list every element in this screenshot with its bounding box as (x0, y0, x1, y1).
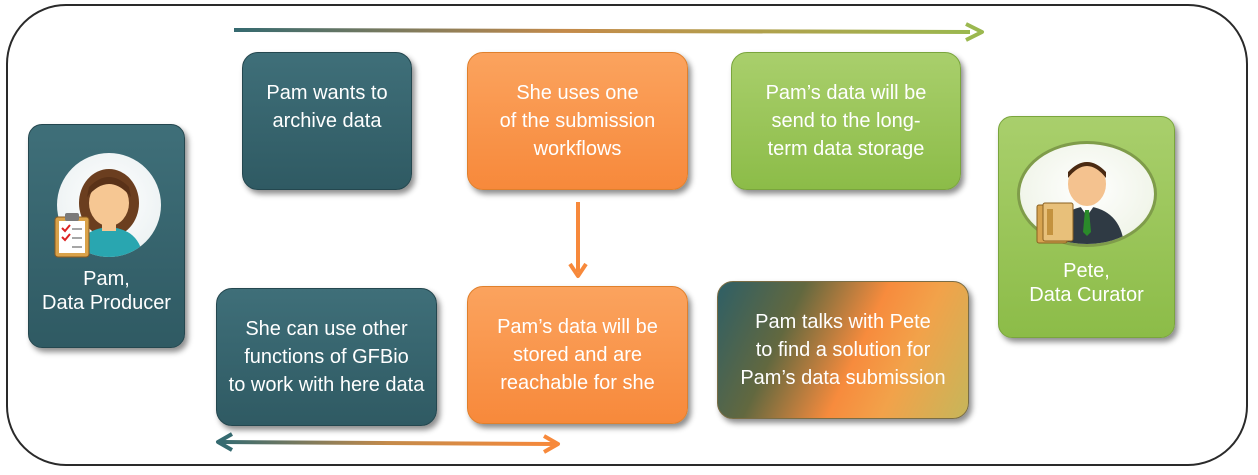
step-text-line: to find a solution for (755, 339, 931, 361)
producer-avatar (57, 153, 161, 257)
producer-label: Pam, Data Producer (29, 267, 184, 315)
step-text-line: She uses one (516, 82, 639, 104)
step-text-line: to work with here data (228, 374, 425, 396)
step-data-stored: Pam’s data will be stored and are reacha… (467, 286, 688, 424)
step-text-line: She can use other (245, 318, 408, 340)
step-text-line: stored and are (513, 344, 642, 366)
producer-card: Pam, Data Producer (28, 124, 185, 348)
step-other-functions: She can use other functions of GFBio to … (216, 288, 437, 426)
down-arrow (568, 202, 588, 278)
step-text-line: Pam wants to (266, 82, 388, 104)
female-user-icon (75, 169, 143, 257)
step-text-line: reachable for she (500, 372, 655, 394)
step-text-line: Pam talks with Pete (755, 311, 931, 333)
curator-role: Data Curator (1029, 284, 1144, 306)
step-long-term-storage: Pam’s data will be send to the long- ter… (731, 52, 961, 190)
step-text-line: Pam’s data submission (740, 367, 946, 389)
producer-role: Data Producer (42, 292, 171, 314)
curator-card: Pete, Data Curator (998, 116, 1175, 338)
step-text-line: workflows (533, 138, 622, 160)
top-arrow (233, 22, 984, 42)
step-submission-workflow: She uses one of the submission workflows (467, 52, 688, 190)
step-talk-with-curator: Pam talks with Pete to find a solution f… (717, 281, 969, 419)
step-text-line: of the submission (499, 110, 656, 132)
step-text-line: term data storage (767, 138, 925, 160)
bottom-double-arrow (216, 432, 560, 454)
step-archive-data: Pam wants to archive data (242, 52, 412, 190)
producer-name: Pam, (83, 268, 130, 290)
curator-label: Pete, Data Curator (999, 259, 1174, 307)
step-text-line: functions of GFBio (244, 346, 409, 368)
step-text-line: Pam’s data will be (497, 316, 658, 338)
step-text-line: Pam’s data will be (765, 82, 927, 104)
step-text-line: archive data (272, 110, 382, 132)
curator-name: Pete, (1063, 260, 1110, 282)
folder-icon (1036, 202, 1074, 244)
clipboard-icon (54, 213, 90, 258)
step-text-line: send to the long- (771, 110, 921, 132)
